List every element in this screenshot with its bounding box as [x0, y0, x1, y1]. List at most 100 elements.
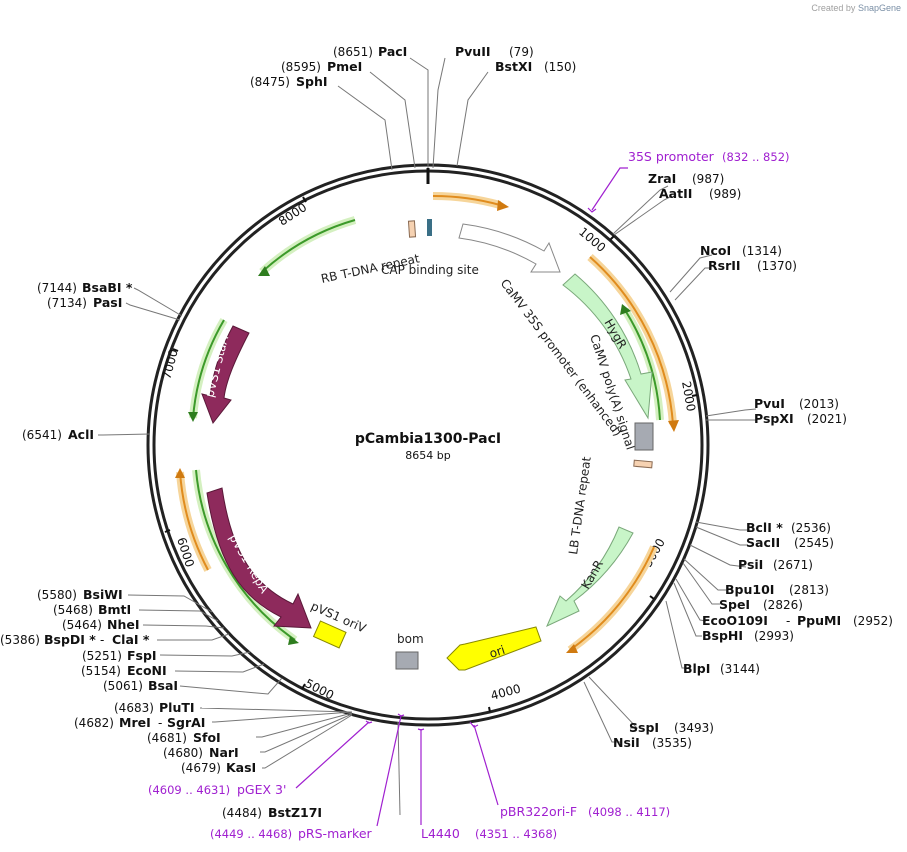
- cap-binding-site-box: [427, 219, 432, 236]
- enzyme-name-bsai: BsaI: [148, 678, 178, 693]
- enzyme-pos-bsai: (5061): [103, 679, 143, 693]
- enzyme-name-zrai: ZraI: [648, 171, 676, 186]
- enzyme-name-nari: NarI: [209, 745, 239, 760]
- tick-label-1000: 1000: [576, 225, 608, 255]
- enzyme-pos-sfoi: (4681): [147, 731, 187, 745]
- enzyme-pos-sphi: (8475): [250, 75, 290, 89]
- enzyme-pos-bcli: (2536): [791, 521, 831, 535]
- enzyme-pos-aatii: (989): [709, 187, 741, 201]
- primer-range-l4440: (4351 .. 4368): [475, 827, 557, 841]
- enzyme-pos-blpi: (3144): [720, 662, 760, 676]
- enzyme-pos-bspdi: (5386): [0, 633, 40, 647]
- enzyme-name-econi: EcoNI: [127, 663, 167, 678]
- enzyme-name-rsrii: RsrII: [708, 258, 741, 273]
- enzyme-name-spei: SpeI: [719, 597, 750, 612]
- enzyme-pos-pvuii: (79): [509, 45, 534, 59]
- enzyme-name-blpi: BlpI: [683, 661, 710, 676]
- enzyme-name-pspxi: PspXI: [754, 411, 794, 426]
- enzyme-name-bstz17i: BstZ17I: [268, 805, 322, 820]
- enzyme-name-sphi: SphI: [296, 74, 328, 89]
- enzyme-pos-econi: (5154): [81, 664, 121, 678]
- enzyme-name-ecoo109i: EcoO109I: [702, 613, 768, 628]
- enzyme-name-aatii: AatII: [659, 186, 692, 201]
- enzyme-name-kasi: KasI: [226, 760, 256, 775]
- enzyme-name-bcli: BclI *: [746, 520, 783, 535]
- enzyme-pos-bsphi: (2993): [754, 629, 794, 643]
- enzyme-pos-ncoi: (1314): [742, 244, 782, 258]
- primer-range-pgex: (4609 .. 4631): [148, 783, 230, 797]
- enzyme-pos-sacii: (2545): [794, 536, 834, 550]
- enzyme-name-bstxi: BstXI: [495, 59, 532, 74]
- plasmid-size: 8654 bp: [405, 449, 450, 462]
- primer-name-pgex: pGEX 3': [237, 782, 286, 797]
- enzyme-name-sspi: SspI: [629, 720, 659, 735]
- enzyme-pos-bsabi: (7144): [37, 281, 77, 295]
- enzyme-pos-nsii: (3535): [652, 736, 692, 750]
- hygr-arrow: [562, 273, 653, 420]
- tick-label-8000: 8000: [276, 200, 309, 228]
- enzyme-pos-fspi: (5251): [82, 649, 122, 663]
- enzyme-name-nhei: NheI: [107, 617, 140, 632]
- enzyme-pos-bstz17i: (4484): [222, 806, 262, 820]
- enzyme-pos-bmti: (5468): [53, 603, 93, 617]
- enzyme-pos-pmei: (8595): [281, 60, 321, 74]
- primer-name-35s: 35S promoter: [628, 149, 715, 164]
- primer-name-l4440: L4440: [421, 826, 460, 841]
- enzyme-name-bpu10i: Bpu10I: [725, 582, 774, 597]
- enzyme-pos-acli: (6541): [22, 428, 62, 442]
- enzyme-name-nsii: NsiI: [613, 735, 640, 750]
- enzyme-pos-spei: (2826): [763, 598, 803, 612]
- camv35s-promoter-arrow: [458, 223, 561, 273]
- enzyme-name-ncoi: NcoI: [700, 243, 731, 258]
- primer-name-prs: pRS-marker: [298, 826, 373, 841]
- enzyme-name-psii: PsiI: [738, 557, 763, 572]
- enzyme-pos-nhei: (5464): [62, 618, 102, 632]
- enzyme-name-clai: ClaI *: [112, 632, 150, 647]
- enzyme-name-bsiwi: BsiWI: [83, 587, 123, 602]
- polya-box: [634, 422, 654, 451]
- enzyme-pos-mrei: (4682): [74, 716, 114, 730]
- enzyme-name-pasi: PasI: [93, 295, 122, 310]
- enzyme-name-pvui: PvuI: [754, 396, 785, 411]
- primer-lines: [295, 167, 628, 827]
- green-arrow-top-left: [259, 216, 357, 275]
- cap-binding-site-label: CAP binding site: [381, 263, 479, 277]
- enzyme-name-pmei: PmeI: [327, 59, 362, 74]
- enzyme-name-ppumi: PpuMI: [797, 613, 841, 628]
- primer-range-pbr322ori: (4098 .. 4117): [588, 805, 670, 819]
- pvs1-oriv-box: [312, 620, 347, 649]
- enzyme-name-sgrai: SgrAI: [167, 715, 205, 730]
- enzyme-name-paci: PacI: [378, 44, 407, 59]
- enzyme-pos-bpu10i: (2813): [789, 583, 829, 597]
- primer-labels: 35S promoter (832 .. 852) pBR322ori-F (4…: [148, 149, 790, 841]
- enzyme-name-pvuii: PvuII: [455, 44, 491, 59]
- enzyme-pos-rsrii: (1370): [757, 259, 797, 273]
- enzyme-pos-pvui: (2013): [799, 397, 839, 411]
- tick-label-2000: 2000: [679, 380, 698, 413]
- watermark-brand: SnapGene: [857, 3, 901, 13]
- ppumi-dash: -: [786, 614, 790, 628]
- enzyme-name-bsphi: BspHI: [702, 628, 743, 643]
- enzyme-pos-zrai: (987): [692, 172, 724, 186]
- enzyme-pos-kasi: (4679): [181, 761, 221, 775]
- enzyme-pos-bsiwi: (5580): [37, 588, 77, 602]
- enzyme-pos-ppumi: (2952): [853, 614, 893, 628]
- enzyme-name-bmti: BmtI: [98, 602, 131, 617]
- lb-tdna-repeat-box: [633, 459, 653, 469]
- enzyme-pos-pspxi: (2021): [807, 412, 847, 426]
- plasmid-name: pCambia1300-PacI: [355, 431, 501, 447]
- pvs1-repa-arrow: [206, 487, 312, 629]
- enzyme-pos-paci: (8651): [333, 45, 373, 59]
- enzyme-name-fspi: FspI: [127, 648, 157, 663]
- primer-range-35s: (832 .. 852): [722, 150, 790, 164]
- enzyme-name-bsabi: BsaBI *: [82, 280, 133, 295]
- enzyme-labels: (8651) PacI PvuII (79) (8595) PmeI BstXI…: [0, 44, 893, 820]
- sgrai-dash: -: [158, 716, 162, 730]
- enzyme-name-mrei: MreI: [119, 715, 151, 730]
- enzyme-name-pluti: PluTI: [159, 700, 195, 715]
- enzyme-pos-psii: (2671): [773, 558, 813, 572]
- pvs1-staa-arrow: [201, 325, 250, 425]
- tick-label-4000: 4000: [489, 681, 522, 702]
- clai-dash: -: [100, 633, 104, 647]
